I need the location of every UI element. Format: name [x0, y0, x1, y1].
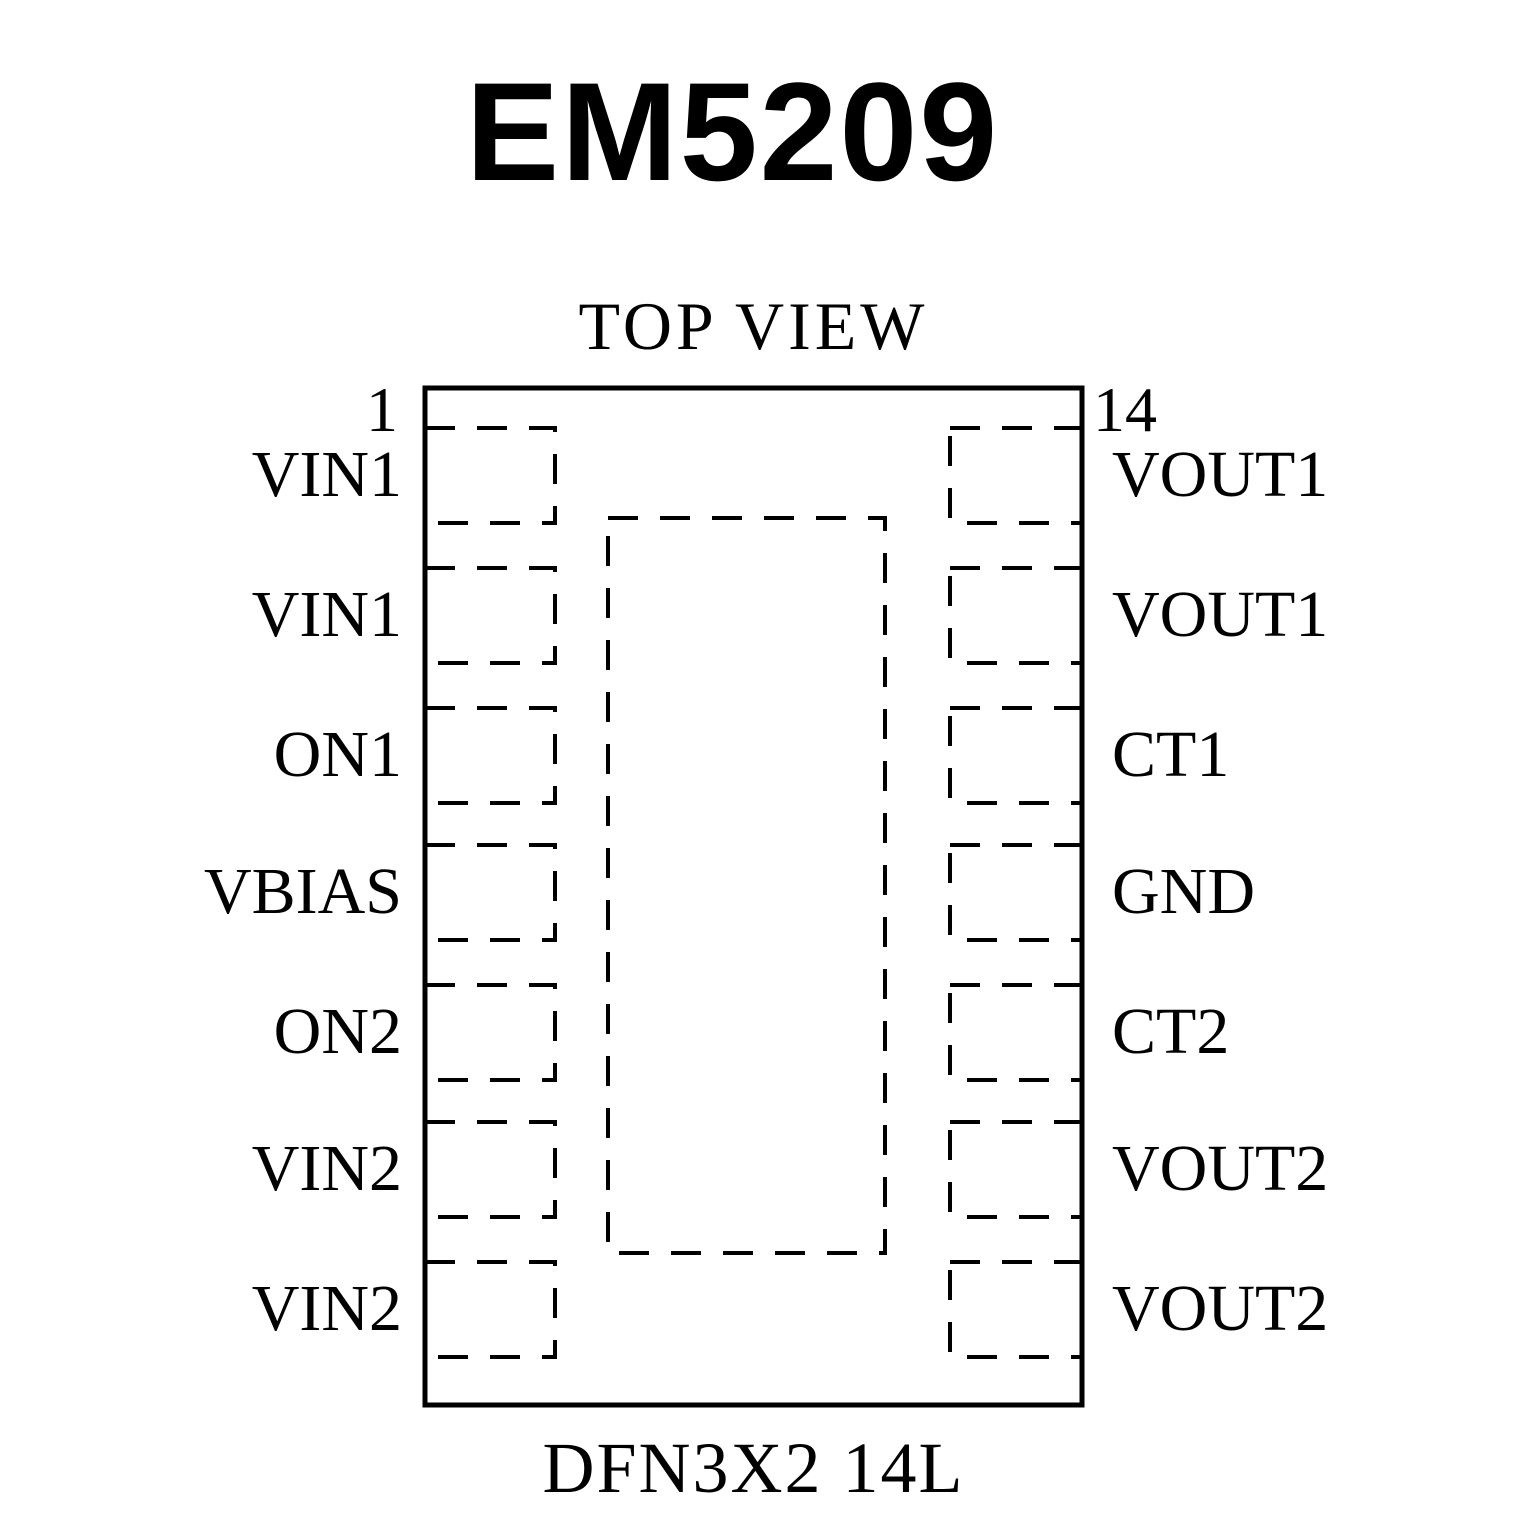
- pin-pad-10: [948, 983, 1084, 1082]
- pin-pad-1: [423, 426, 557, 525]
- pin-pad-4: [423, 843, 557, 942]
- right-pin-pads: [948, 426, 1084, 1359]
- pin-pad-3: [423, 706, 557, 805]
- pin-label-vin2-a: VIN2: [251, 1132, 402, 1205]
- chip-title: EM5209: [465, 53, 1000, 210]
- pin-pad-8: [948, 1260, 1084, 1359]
- pin-number-1: 1: [366, 374, 398, 445]
- thermal-pad: [606, 516, 887, 1255]
- package-outline: [422, 385, 1085, 1408]
- pin-pad-7: [423, 1260, 557, 1359]
- package-name-label: DFN3X2 14L: [542, 1428, 965, 1508]
- top-view-label: TOP VIEW: [578, 288, 929, 364]
- pin-label-vbias: VBIAS: [203, 855, 402, 928]
- pin-label-gnd: GND: [1112, 855, 1255, 928]
- pin-pad-9: [948, 1120, 1084, 1219]
- pin-label-vout1-a: VOUT1: [1112, 438, 1329, 511]
- pin-label-vout2-a: VOUT2: [1112, 1132, 1329, 1205]
- pin-pad-5: [423, 983, 557, 1082]
- pin-label-vin1-a: VIN1: [251, 438, 402, 511]
- pin-pad-14: [948, 426, 1084, 525]
- pin-pad-13: [948, 566, 1084, 665]
- pin-label-vin2-b: VIN2: [251, 1272, 402, 1345]
- pin-label-vout1-b: VOUT1: [1112, 578, 1329, 651]
- pin-label-ct1: CT1: [1112, 718, 1230, 791]
- pin-pad-2: [423, 566, 557, 665]
- left-pin-pads: [423, 426, 557, 1359]
- pin-pad-12: [948, 706, 1084, 805]
- pin-label-on2: ON2: [273, 995, 402, 1068]
- pin-label-on1: ON1: [273, 718, 402, 791]
- pin-label-vin1-b: VIN1: [251, 578, 402, 651]
- pin-label-vout2-b: VOUT2: [1112, 1272, 1329, 1345]
- pin-number-14: 14: [1093, 374, 1157, 445]
- pin-label-ct2: CT2: [1112, 995, 1230, 1068]
- pin-pad-11: [948, 843, 1084, 942]
- pin-pad-6: [423, 1120, 557, 1219]
